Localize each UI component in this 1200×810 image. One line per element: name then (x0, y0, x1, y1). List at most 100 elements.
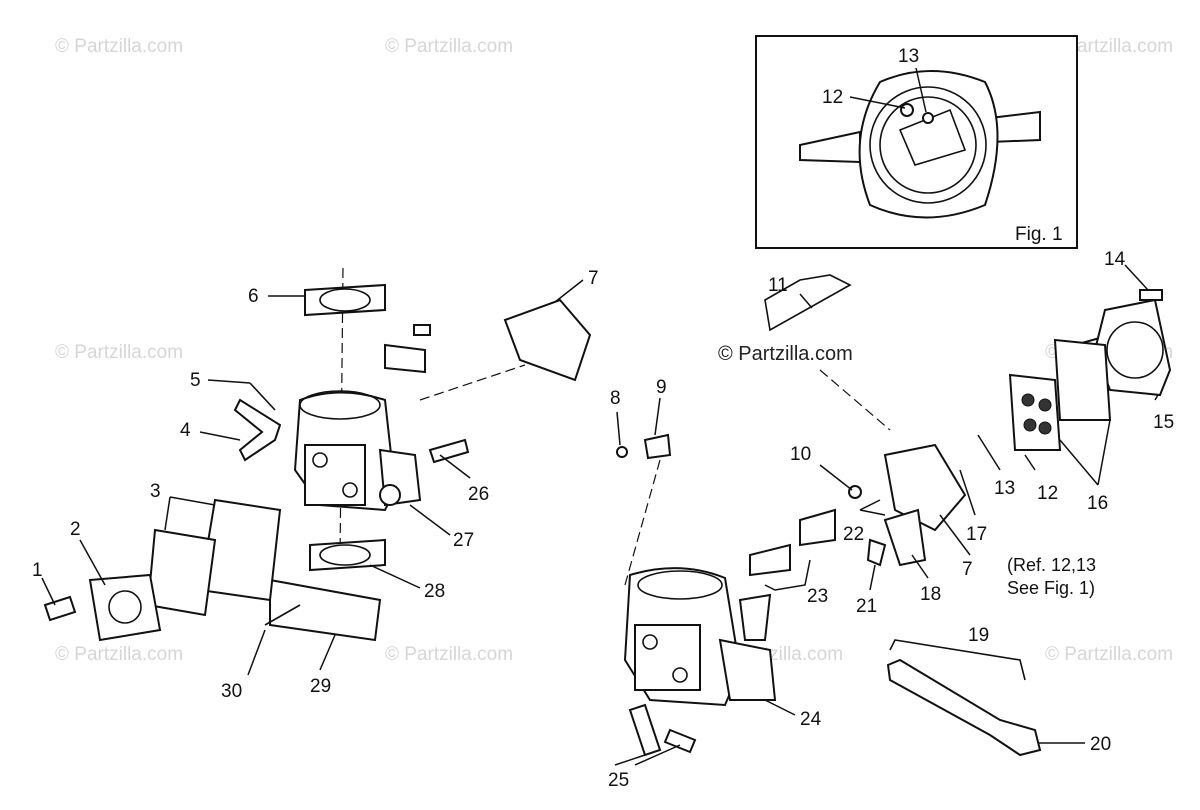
leader-line (79, 539, 106, 586)
pump-cover-7 (503, 298, 592, 382)
inset-screw-13 (922, 112, 934, 124)
callout-16: 16 (1087, 493, 1108, 514)
callout-20: 20 (1090, 734, 1111, 755)
callout-8: 8 (610, 388, 621, 409)
callout-17: 17 (966, 524, 987, 545)
leader-line (554, 279, 584, 303)
screws-26 (428, 438, 470, 464)
inset-screw-12 (900, 103, 914, 117)
leader-line (764, 699, 796, 716)
leader-lines (41, 264, 1159, 766)
diaphragm-16b (1008, 373, 1062, 451)
callout-29: 29 (310, 676, 331, 697)
watermark-text: © Partzilla.com (55, 342, 183, 363)
callout-2: 2 (70, 519, 81, 540)
hose-4 (233, 398, 282, 462)
callout-10: 10 (790, 444, 811, 465)
bracket-23 (764, 559, 811, 591)
linkage-11 (764, 274, 852, 332)
leader-line (207, 379, 251, 384)
bracket (384, 343, 426, 374)
axis-line (419, 364, 526, 401)
callout-4: 4 (180, 420, 191, 441)
leader-line (439, 454, 471, 479)
callout-21: 21 (856, 596, 877, 617)
leader-line (959, 469, 976, 516)
callout-11: 11 (768, 275, 788, 296)
leader-line (169, 496, 216, 506)
axis-line (624, 459, 661, 586)
leader-line (915, 67, 927, 113)
throat-top (299, 390, 381, 420)
throttle-24 (718, 638, 777, 701)
hole (1038, 398, 1052, 412)
leader-line (1024, 454, 1036, 471)
pump-7-right (883, 443, 967, 532)
screw-1 (43, 595, 77, 622)
carb-flange (304, 444, 366, 506)
leader-line (1097, 419, 1111, 486)
fig1-inset: 13 12 Fig. 1 (755, 35, 1078, 249)
callout-7: 7 (588, 268, 599, 289)
leader-line (634, 744, 681, 766)
callouts: 1 2 3 4 5 6 7 8 9 10 11 12 13 14 15 16 1… (32, 249, 1174, 791)
diaphragm-3b (146, 528, 217, 617)
callout-7-right: 7 (962, 559, 973, 580)
callout-3: 3 (150, 481, 161, 502)
leader-line (1124, 264, 1149, 291)
right-assembly (616, 274, 1172, 757)
screw-25b (663, 728, 697, 754)
inset-callout-12: 12 (822, 87, 843, 108)
axis-line (819, 369, 891, 431)
inset-body (858, 70, 999, 219)
leader-line (911, 554, 929, 579)
reference-note: (Ref. 12,13 See Fig. 1) (1007, 555, 1096, 598)
leader-line (849, 96, 906, 109)
hole (1038, 421, 1052, 435)
watermark-text: © Partzilla.com (55, 644, 183, 665)
inset-label: Fig. 1 (1015, 224, 1063, 245)
inset-bore (869, 86, 987, 204)
wire-5 (249, 382, 276, 411)
callout-25: 25 (608, 770, 629, 791)
leader-line (319, 634, 336, 671)
watermark-text: © Partzilla.com (385, 36, 513, 57)
callout-13: 13 (994, 478, 1015, 499)
cover-2-center (108, 590, 142, 624)
cover-15-dome (1106, 321, 1164, 379)
flange-hole (672, 667, 688, 683)
leader-line (869, 564, 876, 591)
bracket-screw (413, 324, 431, 336)
screw-14 (1139, 289, 1163, 301)
gasket-18 (883, 508, 927, 567)
inset-bore-inner (879, 96, 977, 194)
leader-line (164, 496, 171, 531)
callout-27: 27 (453, 530, 474, 551)
screw-25a (628, 703, 662, 757)
callout-5: 5 (190, 370, 201, 391)
needle-19 (886, 658, 1042, 757)
plate-29 (269, 578, 382, 642)
leader-line (977, 434, 1001, 471)
gasket-23b (799, 508, 836, 547)
watermark-text: © Partzilla.com (1045, 644, 1173, 665)
gasket-28-hole (319, 544, 371, 566)
gasket-6-hole (319, 288, 371, 312)
gasket-23a (749, 543, 791, 577)
nut-10 (848, 485, 862, 499)
gasket-16a (1053, 338, 1112, 421)
leader-line (616, 411, 621, 446)
leader-line (369, 564, 421, 589)
carb-flange (634, 624, 701, 691)
leader-line (1154, 394, 1159, 401)
callout-15: 15 (1153, 412, 1174, 433)
callout-26: 26 (468, 484, 489, 505)
part-8 (616, 446, 628, 458)
watermark-text: © Partzilla.com (385, 644, 513, 665)
leader-line (939, 514, 971, 556)
linkage-pivot (379, 484, 401, 506)
part-9 (643, 433, 672, 460)
throat-top (637, 570, 723, 600)
callout-23: 23 (807, 586, 828, 607)
leader-line (654, 397, 661, 436)
